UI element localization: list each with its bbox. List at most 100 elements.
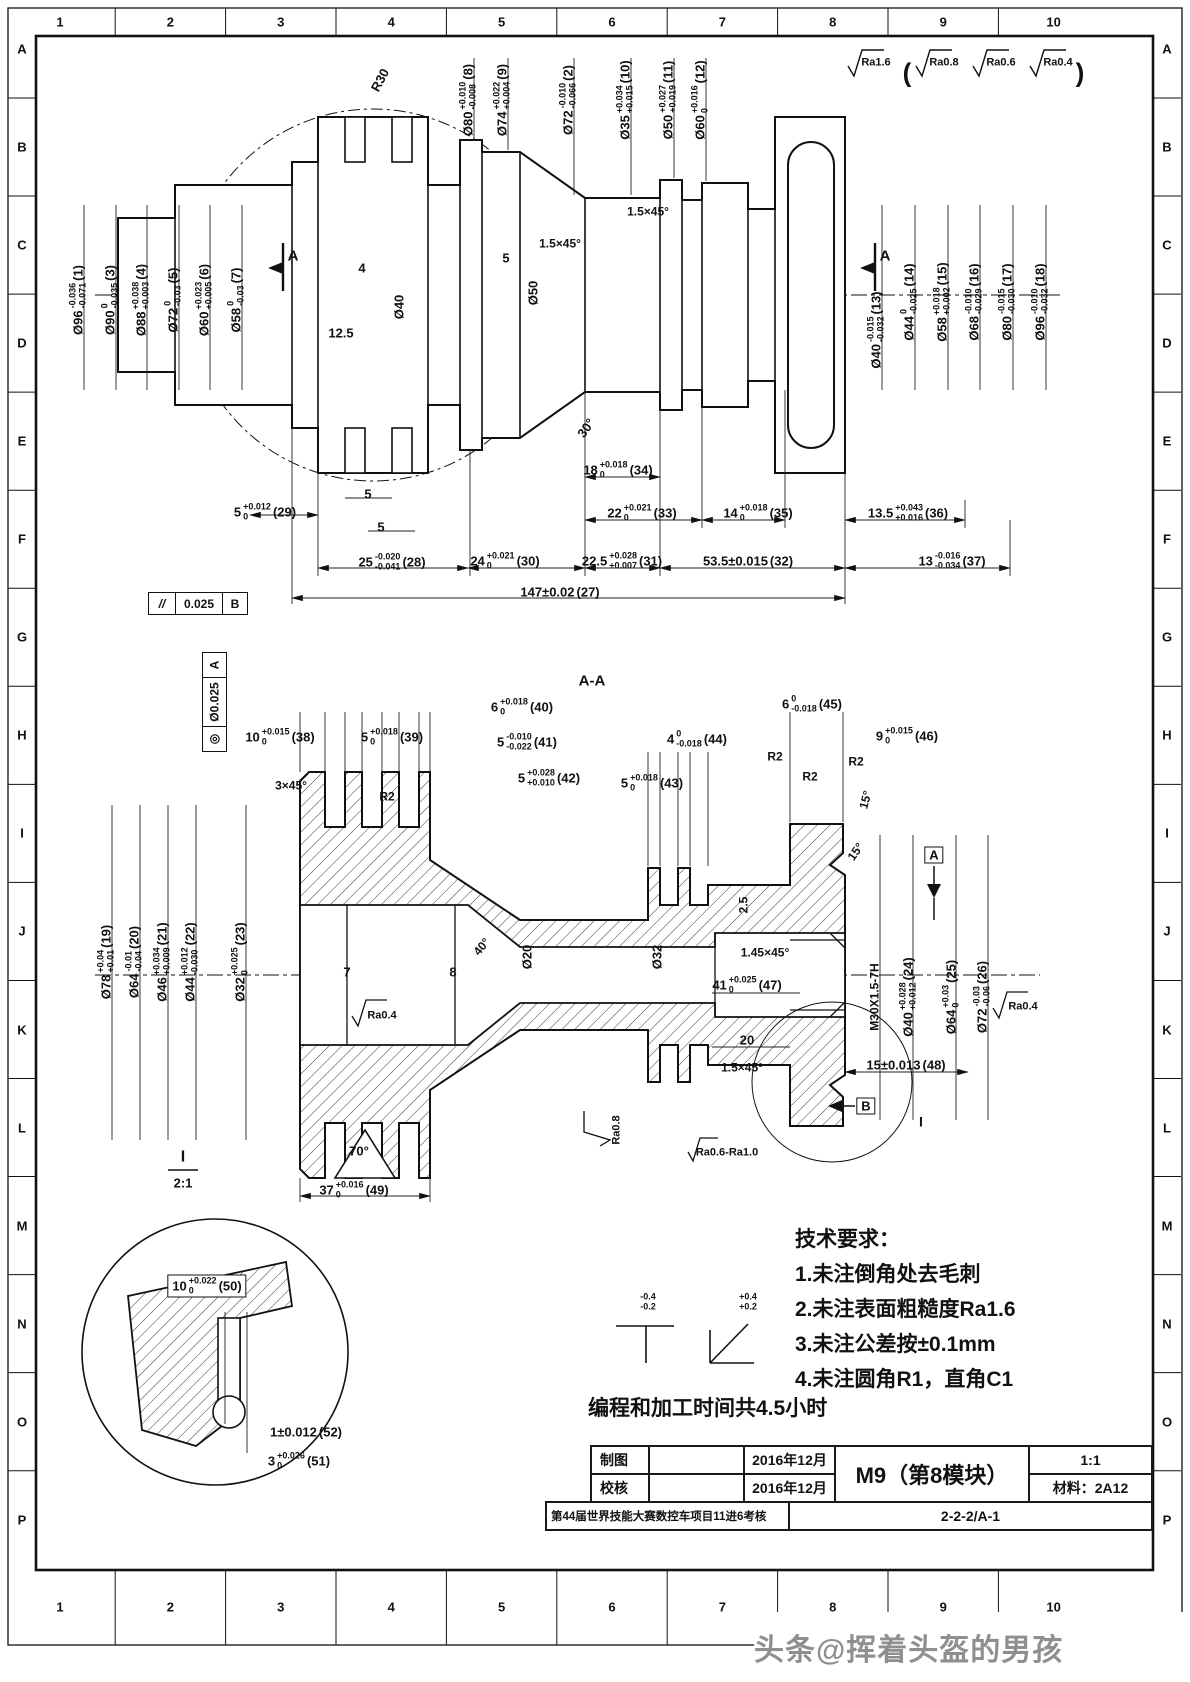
border-row-right-I: I	[1165, 825, 1169, 841]
section-label-37: Ra0.4	[367, 1009, 397, 1022]
concentricity-icon: ◎	[207, 733, 222, 745]
section-label-12: R2	[767, 749, 783, 764]
section-label-11: R2	[379, 789, 395, 804]
border-row-right-C: C	[1162, 237, 1172, 253]
border-row-B: B	[17, 139, 27, 155]
section-label-23: 8	[449, 964, 457, 980]
roughness-icon-group	[351, 991, 1028, 1163]
roughness-header-icons	[847, 49, 1066, 78]
top-view-label-32: 5	[377, 519, 385, 535]
border-row-P: P	[17, 1512, 27, 1528]
border-col-3: 3	[277, 14, 285, 30]
border-row-right-B: B	[1162, 139, 1172, 155]
border-col-1: 1	[56, 14, 64, 30]
misc-label-8: I	[180, 1148, 186, 1166]
tech-req-item: 2.未注表面粗糙度Ra1.6	[795, 1298, 1016, 1321]
section-label-41: I	[919, 1113, 923, 1130]
misc-label-3: Ra0.4	[1043, 56, 1073, 69]
sheet-outer-frame	[7, 7, 1183, 1646]
border-row-right-K: K	[1162, 1022, 1172, 1037]
border-row-C: C	[17, 237, 27, 253]
border-row-right-O: O	[1161, 1414, 1173, 1430]
datum-b	[828, 1100, 855, 1112]
top-view-label-19: A	[287, 247, 299, 265]
border-col-bottom-1: 1	[56, 1599, 64, 1615]
drawing-code-cell: 2-2-2/A-1	[788, 1501, 1153, 1531]
section-dim-lines	[111, 712, 989, 1202]
drawing-title: M9（第8模块）	[834, 1445, 1030, 1503]
section-label-30: 20	[739, 1032, 755, 1048]
border-col-9: 9	[939, 14, 947, 30]
sheet-inner-frame	[34, 34, 1155, 1572]
margin-ticks	[8, 8, 1181, 1645]
misc-label-5: )	[1075, 57, 1085, 88]
section-label-13: R2	[848, 754, 864, 769]
border-col-bottom-3: 3	[277, 1599, 285, 1615]
misc-label-6: A	[924, 846, 944, 864]
tech-req-item: 1.未注倒角处去毛刺	[795, 1263, 981, 1286]
part-step-edges	[174, 152, 776, 438]
check-label-cell: 校核	[590, 1473, 650, 1503]
misc-label-9: 2:1	[173, 1175, 193, 1191]
border-col-bottom-6: 6	[608, 1599, 616, 1615]
border-row-K: K	[17, 1022, 27, 1037]
misc-label-4: (	[902, 57, 912, 88]
border-row-right-J: J	[1163, 923, 1171, 939]
misc-label-10: -0.4-0.2	[640, 1291, 656, 1311]
top-view-label-31: 5	[364, 486, 372, 502]
misc-label-2: Ra0.6	[986, 56, 1016, 69]
section-label-31: 1.5×45°	[721, 1060, 763, 1075]
border-row-N: N	[17, 1316, 27, 1332]
parallelism-frame: // 0.025 B	[148, 592, 248, 615]
section-label-0: A-A	[578, 672, 606, 690]
misc-label-1: Ra0.8	[929, 56, 959, 69]
border-row-M: M	[16, 1218, 28, 1234]
concentricity-tolerance: Ø0.025	[207, 682, 222, 722]
top-view	[83, 58, 1060, 604]
border-row-right-A: A	[1162, 41, 1172, 57]
chamfer-symbols	[616, 1323, 754, 1364]
section-label-40: Ra0.6-Ra1.0	[695, 1146, 759, 1159]
check-sign-cell	[648, 1473, 745, 1503]
misc-label-11: +0.4+0.2	[739, 1291, 757, 1311]
border-row-right-M: M	[1161, 1218, 1173, 1234]
border-row-right-E: E	[1162, 433, 1172, 449]
detail-view	[81, 1169, 349, 1486]
border-row-right-P: P	[1162, 1512, 1172, 1528]
draw-label-cell: 制图	[590, 1445, 650, 1475]
section-label-48: 15±0.013(48)	[866, 1057, 946, 1073]
border-col-bottom-2: 2	[166, 1599, 175, 1615]
section-label-14: R2	[802, 769, 818, 784]
border-row-O: O	[16, 1414, 28, 1430]
section-label-42: 5+0.028+0.010(42)	[517, 767, 581, 787]
material-cell: 材料：2A12	[1028, 1473, 1153, 1503]
section-label-38: Ra0.4	[1008, 1000, 1038, 1013]
border-col-bottom-4: 4	[387, 1599, 395, 1615]
check-date-cell: 2016年12月	[743, 1473, 836, 1503]
section-label-22: 7	[343, 964, 351, 980]
left-bore	[299, 904, 846, 1046]
machining-time-note: 编程和加工时间共4.5小时	[588, 1397, 828, 1420]
border-col-bottom-5: 5	[497, 1599, 506, 1615]
misc-label-7: B	[856, 1097, 876, 1115]
section-label-10: 3×45°	[275, 778, 307, 793]
top-view-label-23: 12.5	[328, 325, 354, 341]
tech-req-title: 技术要求：	[795, 1228, 900, 1251]
bore-details	[346, 905, 846, 1045]
tech-req-item: 3.未注公差按±0.1mm	[795, 1333, 996, 1356]
groove-70deg	[333, 1128, 397, 1179]
border-row-right-D: D	[1162, 335, 1172, 351]
top-view-label-27: 1.5×45°	[627, 204, 669, 219]
parallelism-tolerance: 0.025	[175, 593, 222, 614]
border-row-L: L	[18, 1120, 26, 1136]
border-col-4: 4	[387, 14, 395, 30]
